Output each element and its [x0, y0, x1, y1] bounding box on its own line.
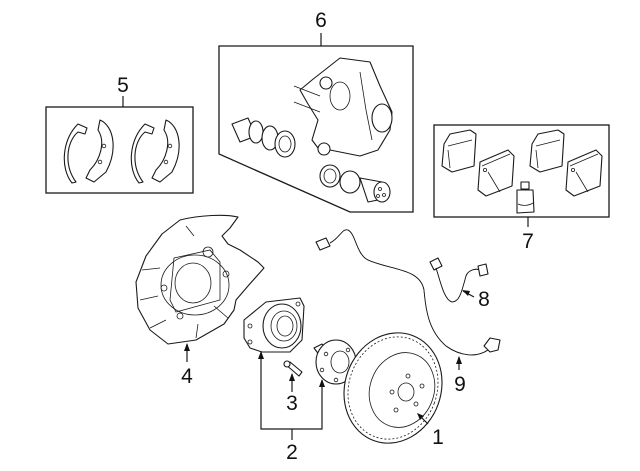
brake-shoe-icon	[63, 119, 114, 184]
part-group-6-caliper[interactable]: 6	[218, 9, 414, 213]
piston-seal-icon	[319, 164, 391, 203]
part-2-hub-bearing[interactable]: 2	[243, 297, 357, 464]
grease-packet-icon	[516, 181, 535, 214]
arrow-2a	[258, 351, 264, 359]
brake-pad-icon	[441, 129, 515, 197]
arrow-3	[289, 373, 295, 381]
callout-6[interactable]: 6	[315, 9, 327, 32]
callout-5[interactable]: 5	[117, 74, 129, 97]
part-9-abs-sensor[interactable]: 9	[315, 229, 501, 396]
callout-8[interactable]: 8	[478, 288, 490, 311]
part-1-brake-rotor[interactable]: 1	[329, 319, 458, 457]
arrow-4	[184, 343, 190, 351]
brake-shoe-icon	[130, 119, 180, 184]
callout-3[interactable]: 3	[286, 392, 298, 415]
part-8-brake-hose[interactable]: 8	[429, 257, 490, 311]
brake-pad-icon	[529, 129, 603, 197]
arrow-1	[417, 413, 424, 420]
part-group-5-brake-shoes[interactable]: 5	[45, 74, 194, 194]
callout-4[interactable]: 4	[181, 365, 193, 388]
part-3-wheel-stud[interactable]: 3	[283, 360, 303, 415]
piston-seal-icon	[231, 117, 296, 158]
callout-1[interactable]: 1	[432, 426, 444, 449]
arrow-2b	[319, 379, 325, 387]
part-group-7-brake-pads[interactable]: 7	[433, 124, 610, 253]
caliper-icon	[293, 57, 393, 157]
arrow-8	[462, 290, 470, 296]
arrow-9	[456, 356, 462, 364]
callout-9[interactable]: 9	[454, 373, 466, 396]
callout-7[interactable]: 7	[522, 230, 534, 253]
callout-2[interactable]: 2	[286, 441, 298, 464]
part-4-splash-shield[interactable]: 4	[135, 214, 265, 388]
